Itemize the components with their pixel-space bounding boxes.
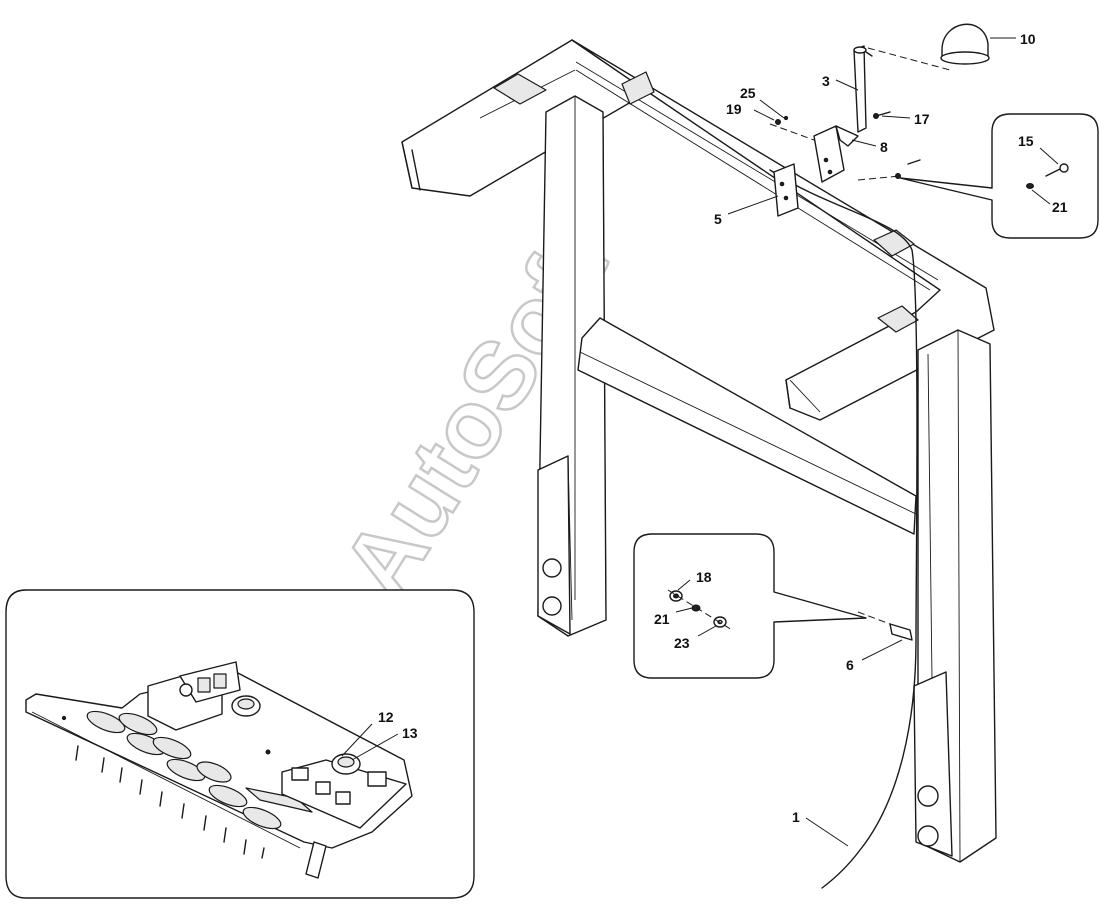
callout-8: 8	[880, 139, 888, 155]
callout-6: 6	[846, 657, 854, 673]
detail-bubble-fasteners-top	[899, 113, 1099, 239]
callout-21-top: 21	[1052, 199, 1068, 215]
callout-18: 18	[696, 569, 712, 585]
callout-19: 19	[726, 101, 742, 117]
rops-frame	[401, 39, 997, 889]
beacon-lamp	[941, 23, 989, 57]
dashboard-inset	[5, 589, 475, 899]
callout-1: 1	[792, 809, 800, 825]
bracket-8	[813, 125, 845, 183]
callout-5: 5	[714, 211, 722, 227]
leader-lines	[341, 37, 1059, 847]
callout-13: 13	[402, 725, 418, 741]
callout-25: 25	[740, 85, 756, 101]
beacon-assembly	[769, 23, 990, 217]
callout-12: 12	[378, 709, 394, 725]
callout-3: 3	[822, 73, 830, 89]
detail-bubble-fasteners-middle	[633, 533, 913, 679]
callout-23: 23	[674, 635, 690, 651]
callout-10: 10	[1020, 31, 1036, 47]
plate-5	[773, 163, 799, 217]
callout-15: 15	[1018, 133, 1034, 149]
callout-labels: 1 3 5 6 8 10 12 13 15 17 18 19 21 21 23 …	[378, 31, 1068, 825]
callout-17: 17	[914, 111, 930, 127]
callout-21-middle: 21	[654, 611, 670, 627]
